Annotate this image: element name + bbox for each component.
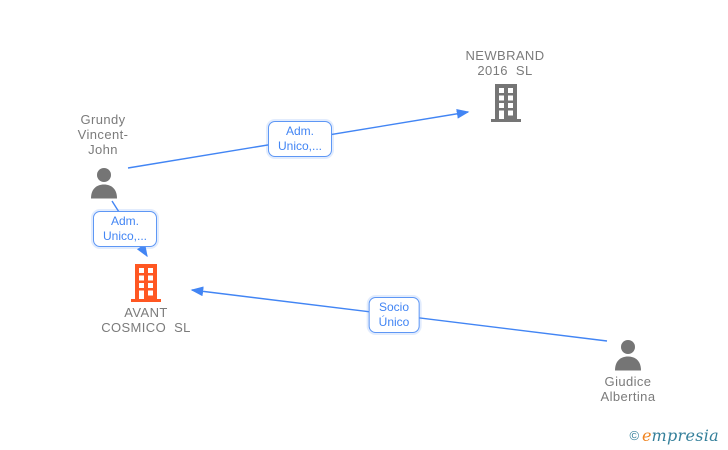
logo-brand-initial: e [642, 426, 652, 445]
edge-label-line: Unico,... [277, 139, 323, 153]
edge-label-line: Único [378, 315, 410, 329]
node-label-line: 2016 SL [477, 63, 533, 78]
node-label-line: COSMICO SL [101, 320, 191, 335]
node-label-avant[interactable]: AVANT COSMICO SL [101, 305, 191, 335]
node-label-line: Albertina [600, 389, 656, 404]
edge-label-socio-unico[interactable]: Socio Único [368, 297, 420, 333]
node-label-newbrand[interactable]: NEWBRAND 2016 SL [465, 48, 544, 78]
edge-label-line: Unico,... [102, 229, 148, 243]
node-label-line: Vincent- [77, 127, 129, 142]
node-label-line: NEWBRAND [465, 48, 545, 63]
node-label-line: John [88, 142, 118, 157]
person-icon[interactable] [613, 340, 643, 371]
edge-label-line: Adm. [285, 124, 315, 138]
edge-label-adm-unico-newbrand[interactable]: Adm. Unico,... [267, 121, 333, 157]
node-label-giudice[interactable]: Giudice Albertina [601, 374, 656, 404]
company-icon-highlighted[interactable] [131, 264, 161, 302]
logo-brand-rest: mpresia [651, 426, 719, 445]
copyright-icon: © [629, 428, 640, 443]
node-label-line: AVANT [124, 305, 168, 320]
node-label-grundy[interactable]: Grundy Vincent- John [78, 112, 129, 157]
node-label-line: Grundy [80, 112, 126, 127]
edge-label-adm-unico-avant[interactable]: Adm. Unico,... [92, 211, 158, 247]
person-icon[interactable] [89, 168, 119, 199]
empresia-logo[interactable]: ©empresia [629, 426, 719, 445]
edge-label-line: Socio [378, 300, 410, 314]
company-icon[interactable] [491, 84, 521, 122]
node-label-line: Giudice [604, 374, 652, 389]
edge-label-line: Adm. [110, 214, 140, 228]
